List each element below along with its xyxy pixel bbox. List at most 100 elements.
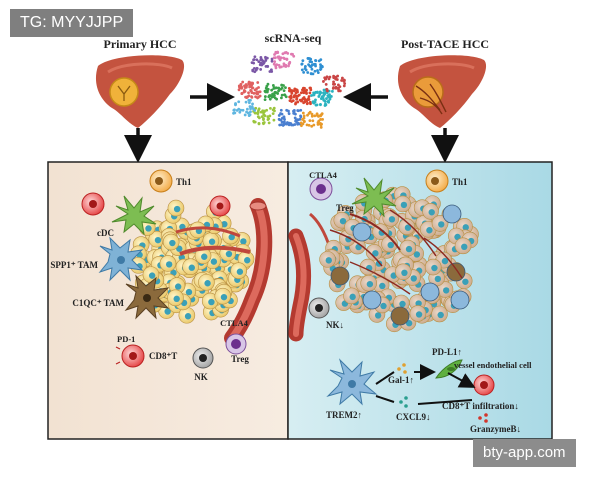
tsne-point (332, 86, 335, 89)
tumor-cell-nucleus (413, 251, 421, 258)
tsne-point (246, 111, 250, 115)
tsne-point (255, 90, 259, 94)
tsne-point (311, 101, 315, 104)
tsne-point (278, 58, 282, 62)
pdl1-label: PD-L1↑ (432, 347, 462, 357)
tsne-point (319, 103, 322, 107)
tsne-point (313, 114, 317, 118)
tsne-point (304, 68, 308, 72)
scrna-seq-title: scRNA-seq (265, 31, 322, 45)
tumor-cell-nucleus (203, 221, 211, 229)
tsne-point (275, 86, 278, 90)
infiltrating-immune-cell (450, 290, 470, 310)
tsne-point (251, 102, 254, 106)
tumor-cell-nucleus (415, 300, 422, 307)
tsne-point (237, 100, 241, 104)
cd8t-cell-right (473, 374, 495, 396)
tsne-point (295, 97, 299, 100)
tsne-point (302, 70, 306, 74)
tsne-point (254, 106, 258, 110)
tsne-point (302, 101, 306, 105)
tumor-cell-nucleus (462, 278, 469, 285)
tsne-point (272, 87, 276, 90)
tumor-cell-nucleus (405, 245, 413, 253)
tumor-cell-nucleus (442, 287, 450, 294)
tsne-point (255, 66, 259, 70)
vessel-endothelial-cell (435, 359, 463, 379)
tsne-point (334, 86, 338, 90)
tsne-point (255, 111, 259, 115)
tsne-point (247, 94, 251, 98)
tumor-cell-nucleus (244, 257, 251, 264)
tsne-point (258, 90, 262, 94)
tumor-cell-nucleus (221, 220, 228, 228)
tsne-point (276, 92, 280, 95)
tsne-point (270, 57, 274, 61)
tsne-point (293, 123, 297, 126)
cd8t-cell-left (115, 344, 145, 368)
watermark-tag: TG: MYYJJPP (10, 9, 134, 37)
post-tace-liver-icon (397, 55, 487, 129)
tsne-point (306, 71, 310, 74)
tsne-point (329, 95, 333, 98)
th1-label-right: Th1 (452, 177, 468, 187)
tumor-cell-nucleus (401, 269, 408, 277)
tumor-cell-nucleus (387, 241, 394, 249)
tsne-point (266, 118, 270, 121)
tsne-point (302, 114, 306, 118)
tsne-point (262, 61, 266, 64)
tsne-point (259, 68, 263, 71)
tsne-point (316, 123, 320, 126)
tumor-cell-nucleus (372, 250, 379, 257)
tsne-point (251, 69, 255, 73)
tsne-point (279, 108, 283, 112)
tumor-cell-nucleus (339, 217, 347, 225)
tumor-cell-nucleus (428, 209, 435, 216)
tumor-cell-nucleus (431, 264, 438, 272)
tsne-point (301, 59, 305, 63)
tsne-point (237, 107, 241, 111)
tsne-point (256, 92, 260, 96)
nk-cell-left (192, 347, 214, 369)
trem2-label: TREM2↑ (326, 410, 362, 420)
infiltrating-immune-cell (442, 204, 462, 224)
tsne-point (255, 58, 259, 62)
granzymeb-label: GranzymeB↓ (470, 424, 521, 434)
arrow-cxcl9-to-cd8 (417, 399, 473, 405)
tsne-point (247, 80, 251, 84)
tsne-point (310, 94, 313, 97)
tumor-cell-nucleus (380, 302, 387, 310)
primary-hcc-title: Primary HCC (104, 37, 177, 51)
tsne-point (299, 115, 303, 119)
tsne-point (269, 68, 273, 72)
post-tace-hcc-title: Post-TACE HCC (401, 37, 489, 51)
tsne-point (240, 91, 244, 95)
tsne-point (332, 82, 336, 86)
tsne-point (301, 88, 305, 92)
infiltrating-immune-cell (420, 282, 440, 302)
tsne-point (257, 108, 260, 112)
cdc-dendritic-cell-right (351, 177, 397, 218)
tsne-point (250, 95, 253, 99)
tsne-point (248, 85, 252, 89)
tsne-point (304, 91, 308, 94)
tsne-point (293, 87, 297, 91)
tsne-point (323, 92, 327, 96)
tsne-point (305, 88, 308, 92)
tumor-cell-nucleus (410, 275, 417, 282)
tsne-point (277, 88, 281, 92)
tsne-point (326, 89, 329, 93)
granzymeb-molecules (478, 413, 488, 423)
tsne-point (284, 65, 288, 68)
tsne-point (319, 114, 323, 118)
tsne-point (303, 120, 306, 123)
tumor-cell-nucleus (184, 313, 192, 320)
tsne-point (273, 91, 277, 95)
tsne-point (305, 99, 309, 103)
tsne-point (322, 80, 325, 83)
tsne-point (306, 113, 309, 117)
tsne-point (244, 95, 247, 99)
tumor-cell-nucleus (325, 257, 332, 264)
tumor-cell-nucleus (225, 250, 233, 258)
tsne-point (300, 124, 303, 128)
